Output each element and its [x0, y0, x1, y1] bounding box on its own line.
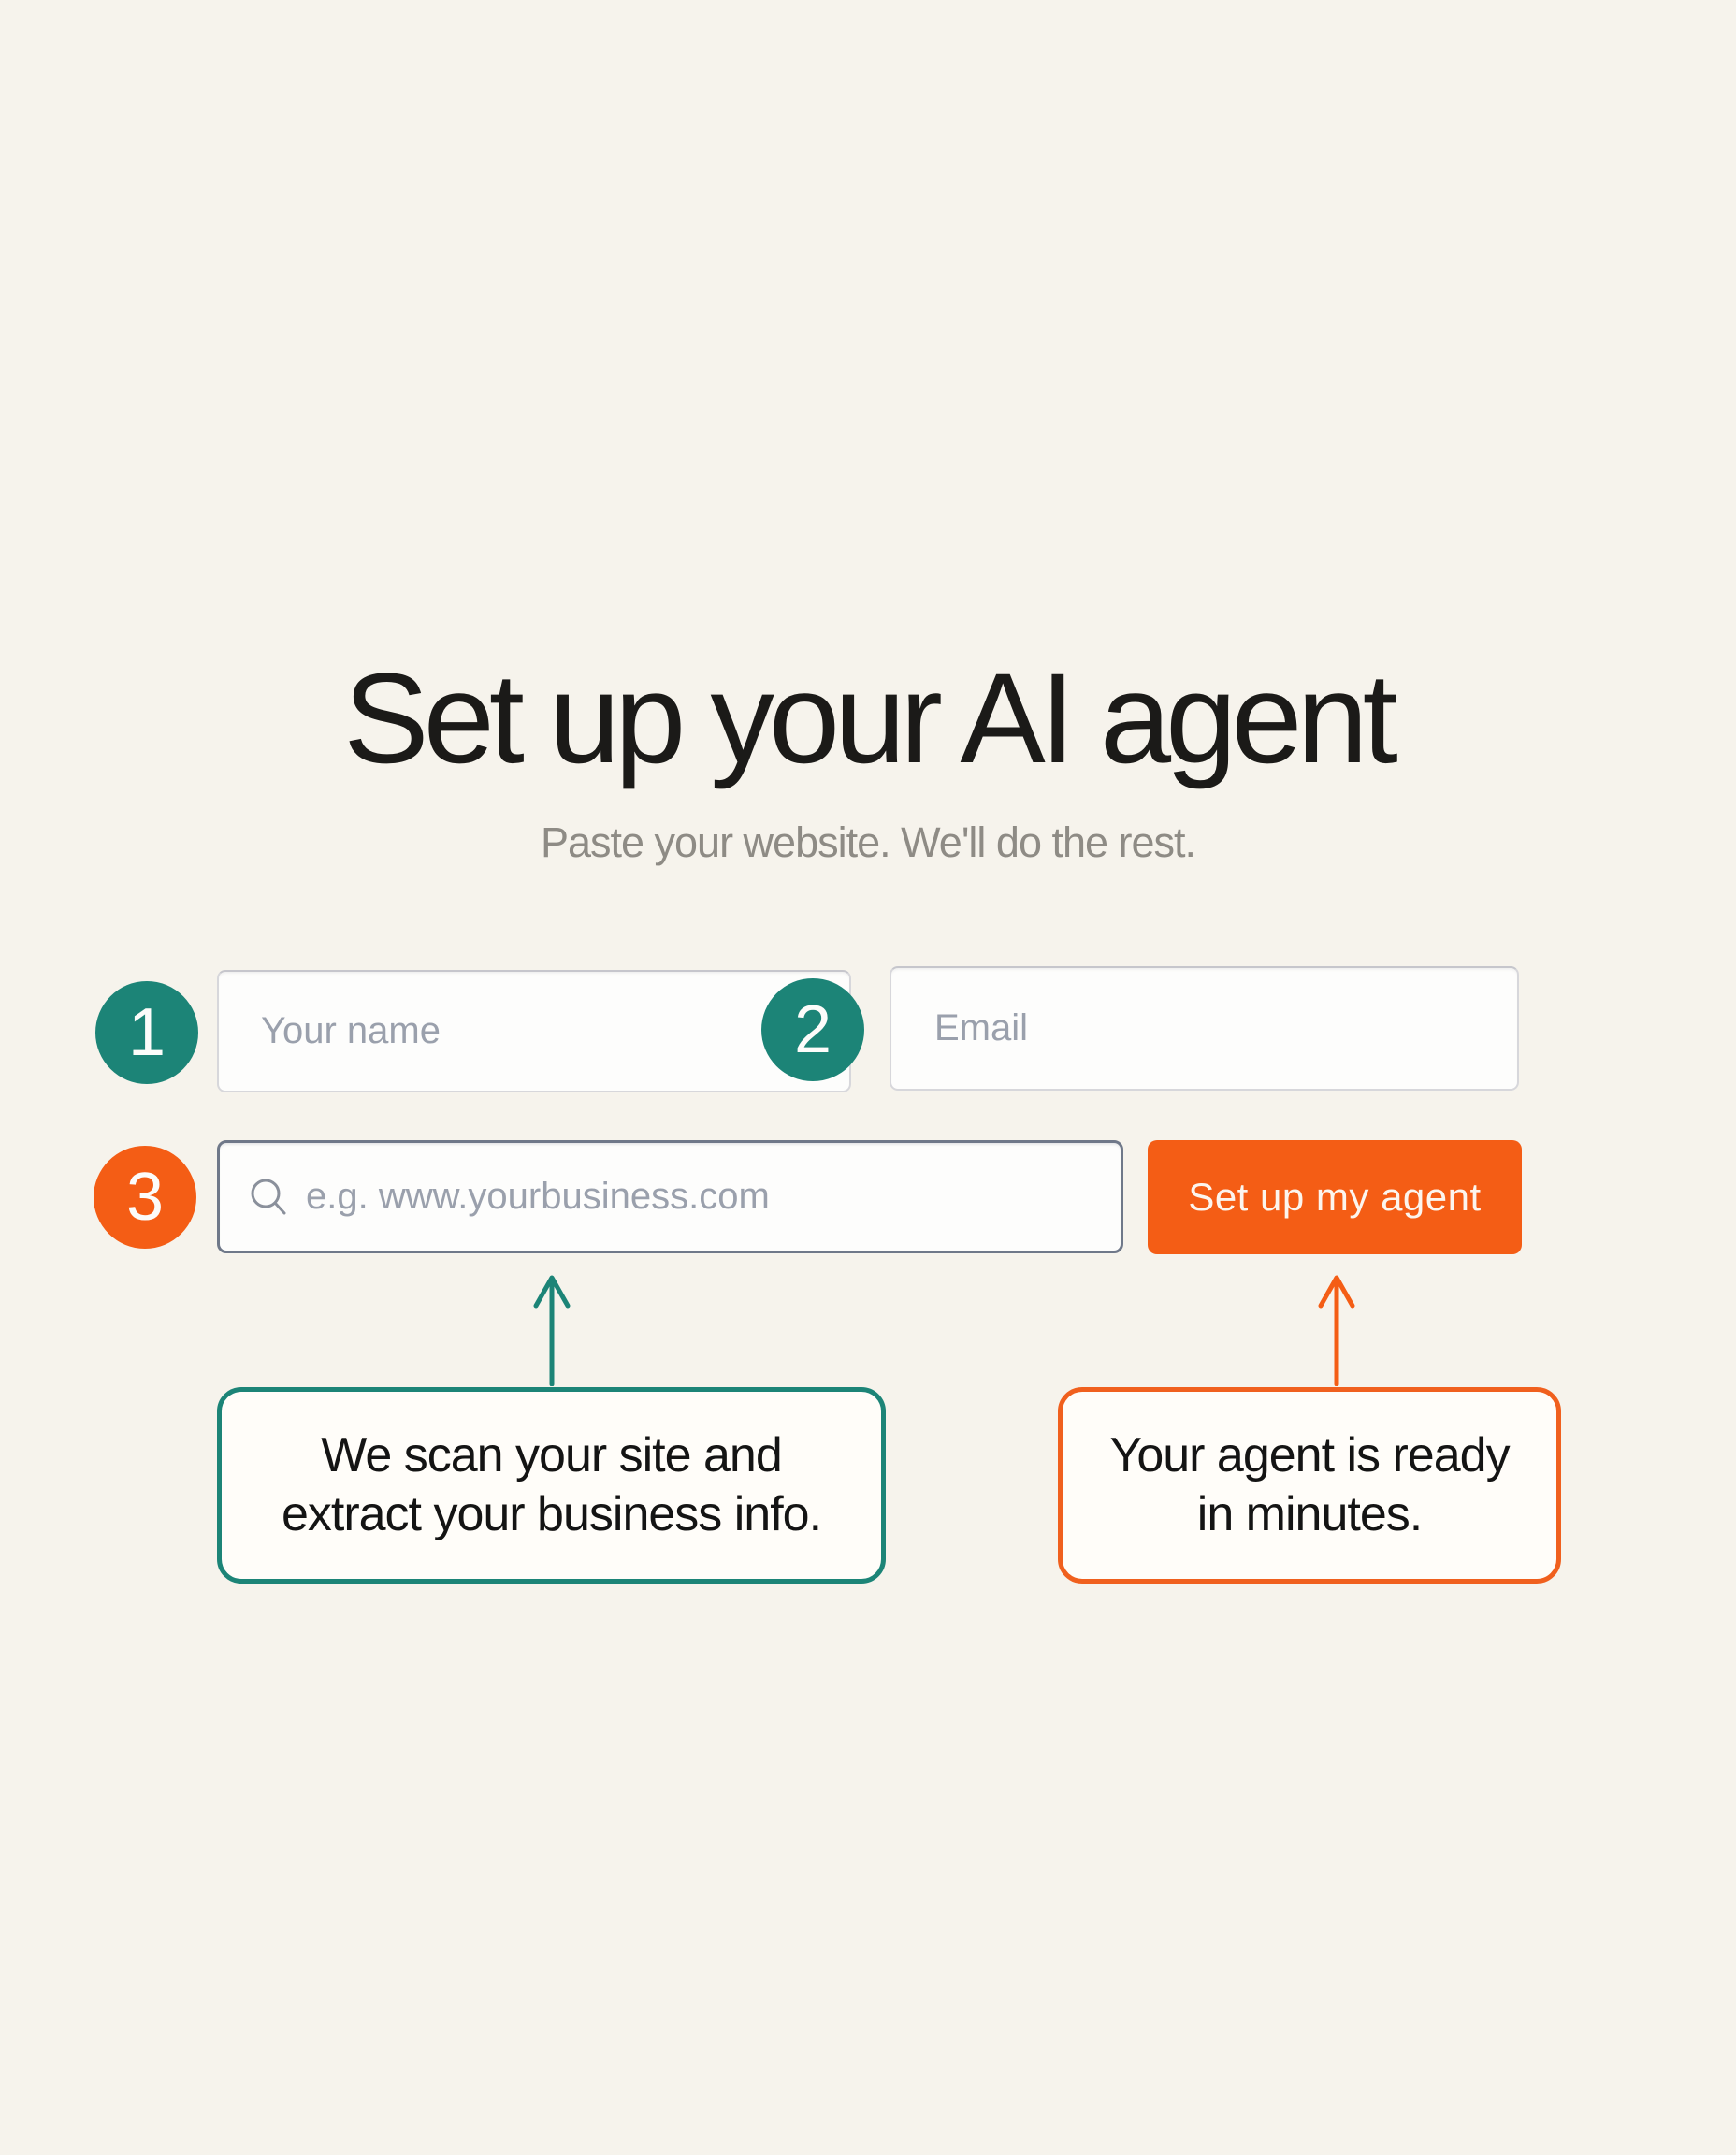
search-icon — [249, 1177, 290, 1218]
ready-callout-arrow-icon — [1318, 1275, 1355, 1386]
email-input[interactable] — [890, 966, 1519, 1091]
ready-callout: Your agent is ready in minutes. — [1058, 1387, 1561, 1584]
scan-callout: We scan your site and extract your busin… — [217, 1387, 886, 1584]
page-title: Set up your AI agent — [343, 647, 1398, 790]
setup-agent-button[interactable]: Set up my agent — [1148, 1140, 1522, 1254]
step-1-badge: 1 — [95, 981, 198, 1084]
ready-callout-line-1: Your agent is ready — [1109, 1428, 1510, 1482]
page-subtitle: Paste your website. We'll do the rest. — [540, 818, 1196, 866]
website-input[interactable] — [217, 1140, 1123, 1253]
name-input[interactable] — [217, 970, 851, 1092]
step-3-badge: 3 — [94, 1146, 196, 1249]
step-2-badge: 2 — [761, 978, 864, 1081]
scan-callout-line-2: extract your business info. — [281, 1487, 822, 1541]
scan-callout-arrow-icon — [533, 1275, 571, 1386]
ready-callout-line-2: in minutes. — [1196, 1487, 1423, 1541]
scan-callout-line-1: We scan your site and — [321, 1428, 783, 1482]
